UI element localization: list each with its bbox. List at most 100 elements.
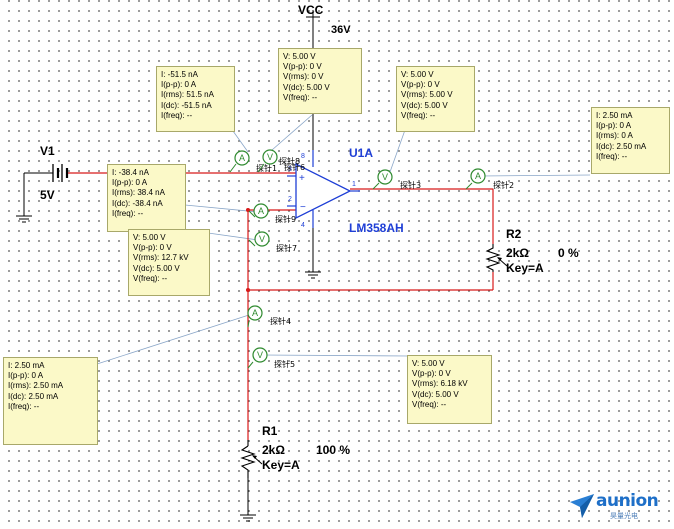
- r1-name: R1: [262, 424, 278, 438]
- meter-line: I(freq): --: [112, 208, 144, 218]
- meter-line: I: 2.50 mA: [8, 361, 45, 370]
- brand-logo: aunion 昊量光电: [566, 491, 666, 526]
- r2-percent: 0 %: [558, 246, 579, 260]
- meter-line: V(dc): 5.00 V: [412, 389, 459, 399]
- meter-line: V(dc): 5.00 V: [401, 100, 448, 110]
- meter-line: V: 5.00 V: [401, 70, 434, 79]
- meter-box-voltage-input-plus: V: 5.00 V V(p-p): 0 V V(rms): 0 V V(dc):…: [278, 48, 362, 114]
- probe-4-label: 探针4: [270, 316, 291, 326]
- meter-line: I(rms): 0 A: [596, 131, 633, 141]
- r2-name: R2: [506, 227, 522, 241]
- meter-line: I(freq): --: [596, 151, 628, 161]
- meter-line: I(p-p): 0 A: [8, 371, 44, 381]
- ground-symbols: [16, 215, 321, 522]
- meter-line: V(rms): 6.18 kV: [412, 379, 468, 389]
- meter-line: I: -38.4 nA: [112, 168, 149, 177]
- meter-box-current-input-plus: I: -51.5 nA I(p-p): 0 A I(rms): 51.5 nA …: [156, 66, 235, 132]
- meter-line: I(freq): --: [161, 110, 193, 120]
- vcc-label: VCC: [298, 3, 324, 17]
- r1-percent: 100 %: [316, 443, 350, 457]
- ammeter-icon: A: [252, 308, 258, 318]
- meter-line: I(dc): 2.50 mA: [596, 141, 647, 151]
- meter-line: V(freq): --: [401, 110, 436, 120]
- pin-vminus: 4: [301, 222, 305, 229]
- probe-9-label: 探针9: [275, 214, 296, 224]
- probe-7-label: 探针7: [276, 243, 297, 253]
- minus-sign: −: [300, 202, 306, 213]
- meter-line: I(dc): -38.4 nA: [112, 198, 163, 208]
- ammeter-icon: A: [239, 153, 245, 163]
- pin-inminus: 2: [288, 196, 292, 203]
- meter-line: I(rms): 51.5 nA: [161, 90, 214, 100]
- pin-vplus: 8: [301, 153, 305, 160]
- voltmeter-icon: V: [267, 152, 273, 162]
- potentiometer-r1[interactable]: R1 2kΩ 100 % Key=A: [240, 424, 350, 478]
- plus-sign: +: [299, 173, 305, 184]
- battery-v1[interactable]: V1 5V: [40, 144, 69, 202]
- potentiometer-r2[interactable]: R2 2kΩ 0 % Key=A: [485, 227, 579, 275]
- voltmeter-icon: V: [382, 172, 388, 182]
- meter-line: V: 5.00 V: [133, 233, 166, 242]
- meter-line: V(rms): 5.00 V: [401, 90, 453, 100]
- probe-7[interactable]: V 探针7: [248, 231, 297, 253]
- meter-line: V: 5.00 V: [412, 359, 445, 368]
- meter-box-current-r1: I: 2.50 mA I(p-p): 0 A I(rms): 2.50 mA I…: [3, 357, 98, 445]
- meter-line: I(dc): -51.5 nA: [161, 100, 212, 110]
- meter-line: I(dc): 2.50 mA: [8, 391, 59, 401]
- meter-box-voltage-r1: V: 5.00 V V(p-p): 0 V V(rms): 6.18 kV V(…: [407, 355, 492, 424]
- meter-line: I: -51.5 nA: [161, 70, 198, 79]
- v1-value: 5V: [40, 188, 55, 202]
- meter-line: V(p-p): 0 V: [412, 369, 451, 379]
- v1-name: V1: [40, 144, 55, 158]
- meter-line: V(freq): --: [133, 273, 168, 283]
- opamp-model: LM358AH: [349, 221, 404, 235]
- r1-value: 2kΩ: [262, 443, 285, 457]
- meter-line: V(dc): 5.00 V: [133, 263, 180, 273]
- meter-line: V(freq): --: [283, 92, 318, 102]
- opamp-u1a[interactable]: + − 8 1 3 2 4 U1A LM358AH: [287, 146, 404, 235]
- probe-9[interactable]: A 探针9: [248, 203, 296, 224]
- probe-1-label: 探针1: [256, 163, 277, 173]
- vcc-symbol: VCC 36V: [298, 3, 351, 36]
- probe-3[interactable]: V 探针3: [372, 169, 421, 190]
- meter-line: I(p-p): 0 A: [161, 80, 197, 90]
- voltmeter-icon: V: [257, 350, 263, 360]
- r1-key: Key=A: [262, 458, 300, 472]
- logo-brand-text: aunion: [596, 491, 659, 511]
- meter-line: V(rms): 0 V: [283, 72, 324, 82]
- meter-line: I: 2.50 mA: [596, 111, 633, 120]
- meter-line: V(freq): --: [412, 399, 447, 409]
- ground-icon: [305, 271, 321, 279]
- voltmeter-icon: V: [259, 234, 265, 244]
- logo-sub-text: 昊量光电: [610, 512, 638, 520]
- meter-line: V(p-p): 0 V: [401, 80, 440, 90]
- meter-line: V: 5.00 V: [283, 52, 316, 61]
- probe-6[interactable]: V 探针6: [257, 149, 305, 173]
- probe-6-label: 探针6: [284, 162, 305, 172]
- meter-line: V(p-p): 0 V: [283, 62, 322, 72]
- probe-1[interactable]: A 探针1: [229, 150, 277, 173]
- meter-box-current-input-minus: I: -38.4 nA I(p-p): 0 A I(rms): 38.4 nA …: [107, 164, 186, 232]
- opamp-name: U1A: [349, 146, 373, 160]
- meter-box-current-output: I: 2.50 mA I(p-p): 0 A I(rms): 0 A I(dc)…: [591, 107, 670, 174]
- vcc-value: 36V: [331, 24, 351, 36]
- probe-5[interactable]: V 探针5: [247, 347, 295, 369]
- probe-3-label: 探针3: [400, 180, 421, 190]
- meter-line: V(dc): 5.00 V: [283, 82, 330, 92]
- callout-leaders: [96, 114, 591, 365]
- pin-out: 1: [352, 181, 356, 188]
- meter-line: I(rms): 2.50 mA: [8, 381, 64, 391]
- r2-key: Key=A: [506, 261, 544, 275]
- r2-value: 2kΩ: [506, 246, 529, 260]
- meter-line: V(rms): 12.7 kV: [133, 253, 189, 263]
- meter-line: I(rms): 38.4 nA: [112, 188, 165, 198]
- meter-line: I(freq): --: [8, 401, 40, 411]
- probe-4[interactable]: A 探针4: [247, 305, 291, 328]
- meter-box-voltage-input-minus: V: 5.00 V V(p-p): 0 V V(rms): 12.7 kV V(…: [128, 229, 210, 296]
- pin-inplus: 3: [288, 166, 292, 173]
- meter-box-voltage-output: V: 5.00 V V(p-p): 0 V V(rms): 5.00 V V(d…: [396, 66, 475, 132]
- meter-line: I(p-p): 0 A: [596, 121, 632, 131]
- probe-2[interactable]: A 探针2: [465, 168, 514, 190]
- ground-icon: [16, 215, 32, 223]
